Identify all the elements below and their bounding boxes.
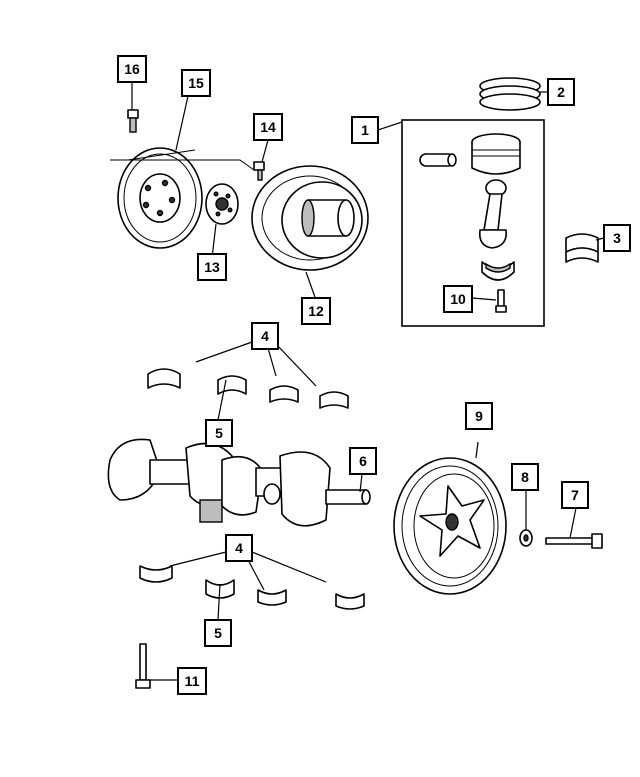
callout-6-label: 6 (359, 453, 367, 469)
callout-12-label: 12 (308, 303, 324, 319)
callout-5-upper-label: 5 (215, 425, 223, 441)
callout-5-lower: 5 (204, 619, 232, 647)
callout-10-label: 10 (450, 291, 466, 307)
rod-bearing-part[interactable] (565, 233, 599, 263)
callout-1-label: 1 (361, 122, 369, 138)
callout-5-lower-label: 5 (214, 625, 222, 641)
callout-1: 1 (351, 116, 379, 144)
upper-main-bearing-part[interactable] (147, 368, 349, 409)
lower-main-bearing-part[interactable] (139, 565, 365, 610)
callout-11-label: 11 (185, 673, 200, 689)
callout-5-upper: 5 (205, 419, 233, 447)
callout-13-label: 13 (204, 259, 220, 275)
damper-bolt-part[interactable] (545, 533, 603, 549)
callout-14: 14 (253, 113, 283, 141)
rod-bearing-cap-part[interactable] (481, 261, 515, 281)
callout-12: 12 (301, 297, 331, 325)
callout-8-label: 8 (521, 469, 529, 485)
callout-10: 10 (443, 285, 473, 313)
callout-7-label: 7 (571, 487, 579, 503)
vibration-damper-part[interactable] (393, 457, 507, 595)
main-cap-bolt-part[interactable] (135, 643, 151, 689)
callout-11: 11 (177, 667, 207, 695)
callout-3-label: 3 (613, 230, 621, 246)
callout-4-lower-label: 4 (235, 540, 243, 556)
crankshaft-part[interactable] (107, 438, 371, 527)
callout-9: 9 (465, 402, 493, 430)
flexplate-bolt-part[interactable] (127, 109, 139, 133)
callout-6: 6 (349, 447, 377, 475)
piston-pin-part[interactable] (419, 153, 457, 167)
damper-washer-part[interactable] (519, 529, 533, 547)
callout-16-label: 16 (124, 61, 140, 77)
callout-3: 3 (603, 224, 631, 252)
callout-16: 16 (117, 55, 147, 83)
callout-15: 15 (181, 69, 211, 97)
adapter-plate-part[interactable] (205, 183, 239, 225)
callout-14-label: 14 (260, 119, 276, 135)
callout-7: 7 (561, 481, 589, 509)
callout-4-lower: 4 (225, 534, 253, 562)
callout-9-label: 9 (475, 408, 483, 424)
leader-lines (131, 82, 605, 681)
callout-4-upper-label: 4 (261, 328, 269, 344)
callout-2: 2 (547, 78, 575, 106)
piston-assembly-frame (401, 119, 545, 327)
piston-part[interactable] (471, 133, 521, 175)
flexplate-part[interactable] (117, 147, 203, 249)
callout-4-upper: 4 (251, 322, 279, 350)
callout-13: 13 (197, 253, 227, 281)
callout-8: 8 (511, 463, 539, 491)
torque-converter-bolt-part[interactable] (253, 161, 265, 181)
drive-hub-part[interactable] (251, 165, 369, 271)
callout-15-label: 15 (188, 75, 204, 91)
rod-bolt-part[interactable] (495, 289, 507, 313)
connecting-rod-part[interactable] (478, 179, 508, 249)
callout-2-label: 2 (557, 84, 565, 100)
piston-rings-part[interactable] (479, 77, 541, 111)
